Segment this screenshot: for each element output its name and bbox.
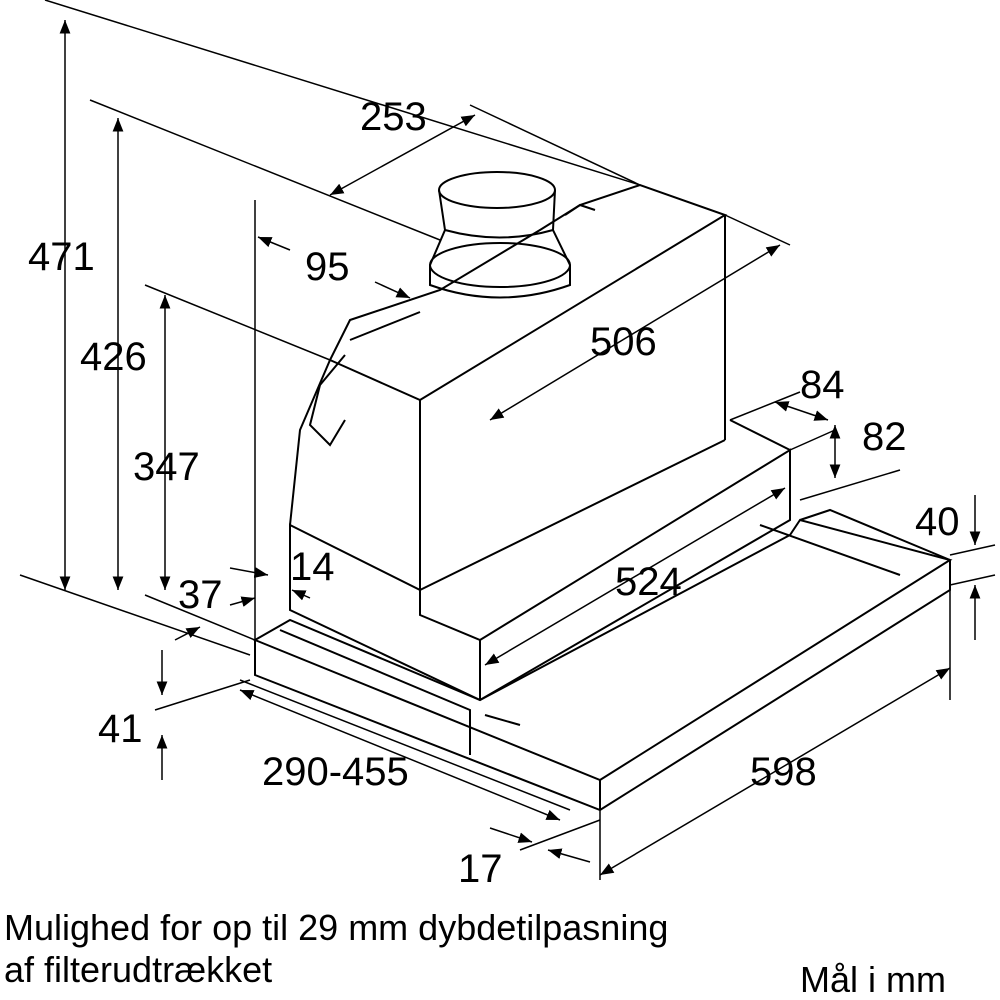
- extension-lines: [19, 0, 996, 880]
- dim-84: 84: [800, 363, 845, 407]
- hood-body: [252, 171, 953, 812]
- dim-17: 17: [458, 847, 503, 891]
- dim-37: 37: [178, 573, 223, 617]
- dim-290-455: 290-455: [262, 750, 409, 794]
- dim-40: 40: [915, 500, 960, 544]
- dim-506: 506: [590, 320, 657, 364]
- dim-471: 471: [28, 235, 95, 279]
- dim-253: 253: [360, 95, 427, 139]
- dim-14: 14: [290, 545, 335, 589]
- dim-347: 347: [133, 445, 200, 489]
- caption-line-2: af filterudtrækket: [4, 949, 273, 990]
- dim-41: 41: [98, 707, 143, 751]
- dimension-lines: [59, 20, 981, 876]
- dim-82: 82: [862, 415, 907, 459]
- units-note: Mål i mm: [800, 959, 946, 1000]
- dim-524: 524: [615, 560, 682, 604]
- dim-598: 598: [750, 750, 817, 794]
- dimension-labels: 471 426 347 253 95 506 84 82 40 524 14 3…: [28, 95, 960, 891]
- caption-line-1: Mulighed for op til 29 mm dybdetilpasnin…: [4, 907, 669, 948]
- dim-426: 426: [80, 335, 147, 379]
- dim-95: 95: [305, 245, 350, 289]
